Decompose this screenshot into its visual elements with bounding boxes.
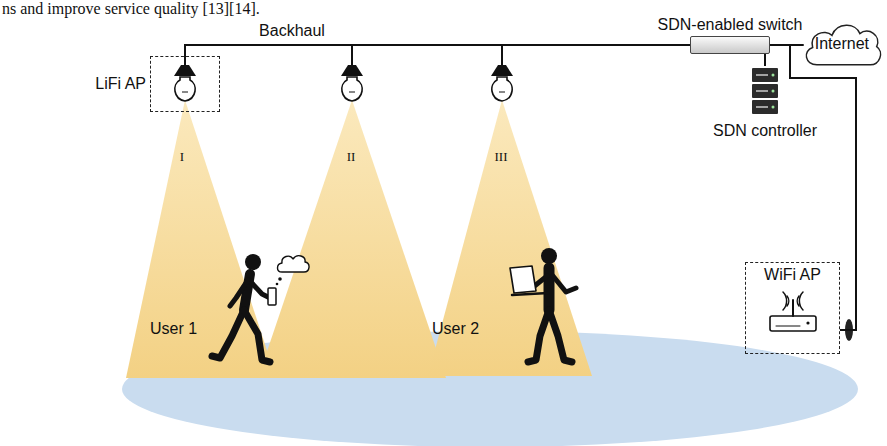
light-cone <box>258 100 446 378</box>
body-text: ns and improve service quality [13][14]. <box>2 0 260 18</box>
user-label: User 2 <box>432 320 479 338</box>
network-link <box>764 54 766 66</box>
internet-cloud: Internet <box>800 18 884 70</box>
user-walking-figure <box>212 254 309 362</box>
cone-number: III <box>495 150 508 165</box>
sdn-controller: SDN controller <box>750 66 780 116</box>
link-label: Backhaul <box>259 22 325 40</box>
cone-number: II <box>347 150 356 165</box>
lamp-cord <box>501 45 503 66</box>
node-label: SDN-enabled switch <box>658 16 803 34</box>
lamp-bulb <box>491 65 513 101</box>
lamp-cord <box>184 56 186 66</box>
lamp-bulb <box>174 65 196 101</box>
wifi-router <box>770 292 816 331</box>
cloud-outline <box>806 25 880 64</box>
node-label: SDN controller <box>713 122 817 140</box>
lifi-ap-box: LiFi AP <box>150 56 220 112</box>
node-label: Internet <box>815 35 869 53</box>
network-link <box>185 45 690 56</box>
lamp-bulb <box>341 65 363 101</box>
user-laptop-figure <box>510 248 576 362</box>
light-cone <box>428 100 592 376</box>
sdn-switch: SDN-enabled switch <box>690 36 770 54</box>
cone-number: I <box>180 150 184 165</box>
wifi-ap-box: WiFi AP <box>745 262 840 354</box>
user-label: User 1 <box>150 320 197 338</box>
server-icon <box>752 68 778 114</box>
lamp-cord <box>351 45 353 66</box>
node-label: WiFi AP <box>746 263 839 284</box>
node-label: LiFi AP <box>95 75 146 93</box>
light-cone <box>126 100 276 378</box>
network-link <box>770 45 856 330</box>
